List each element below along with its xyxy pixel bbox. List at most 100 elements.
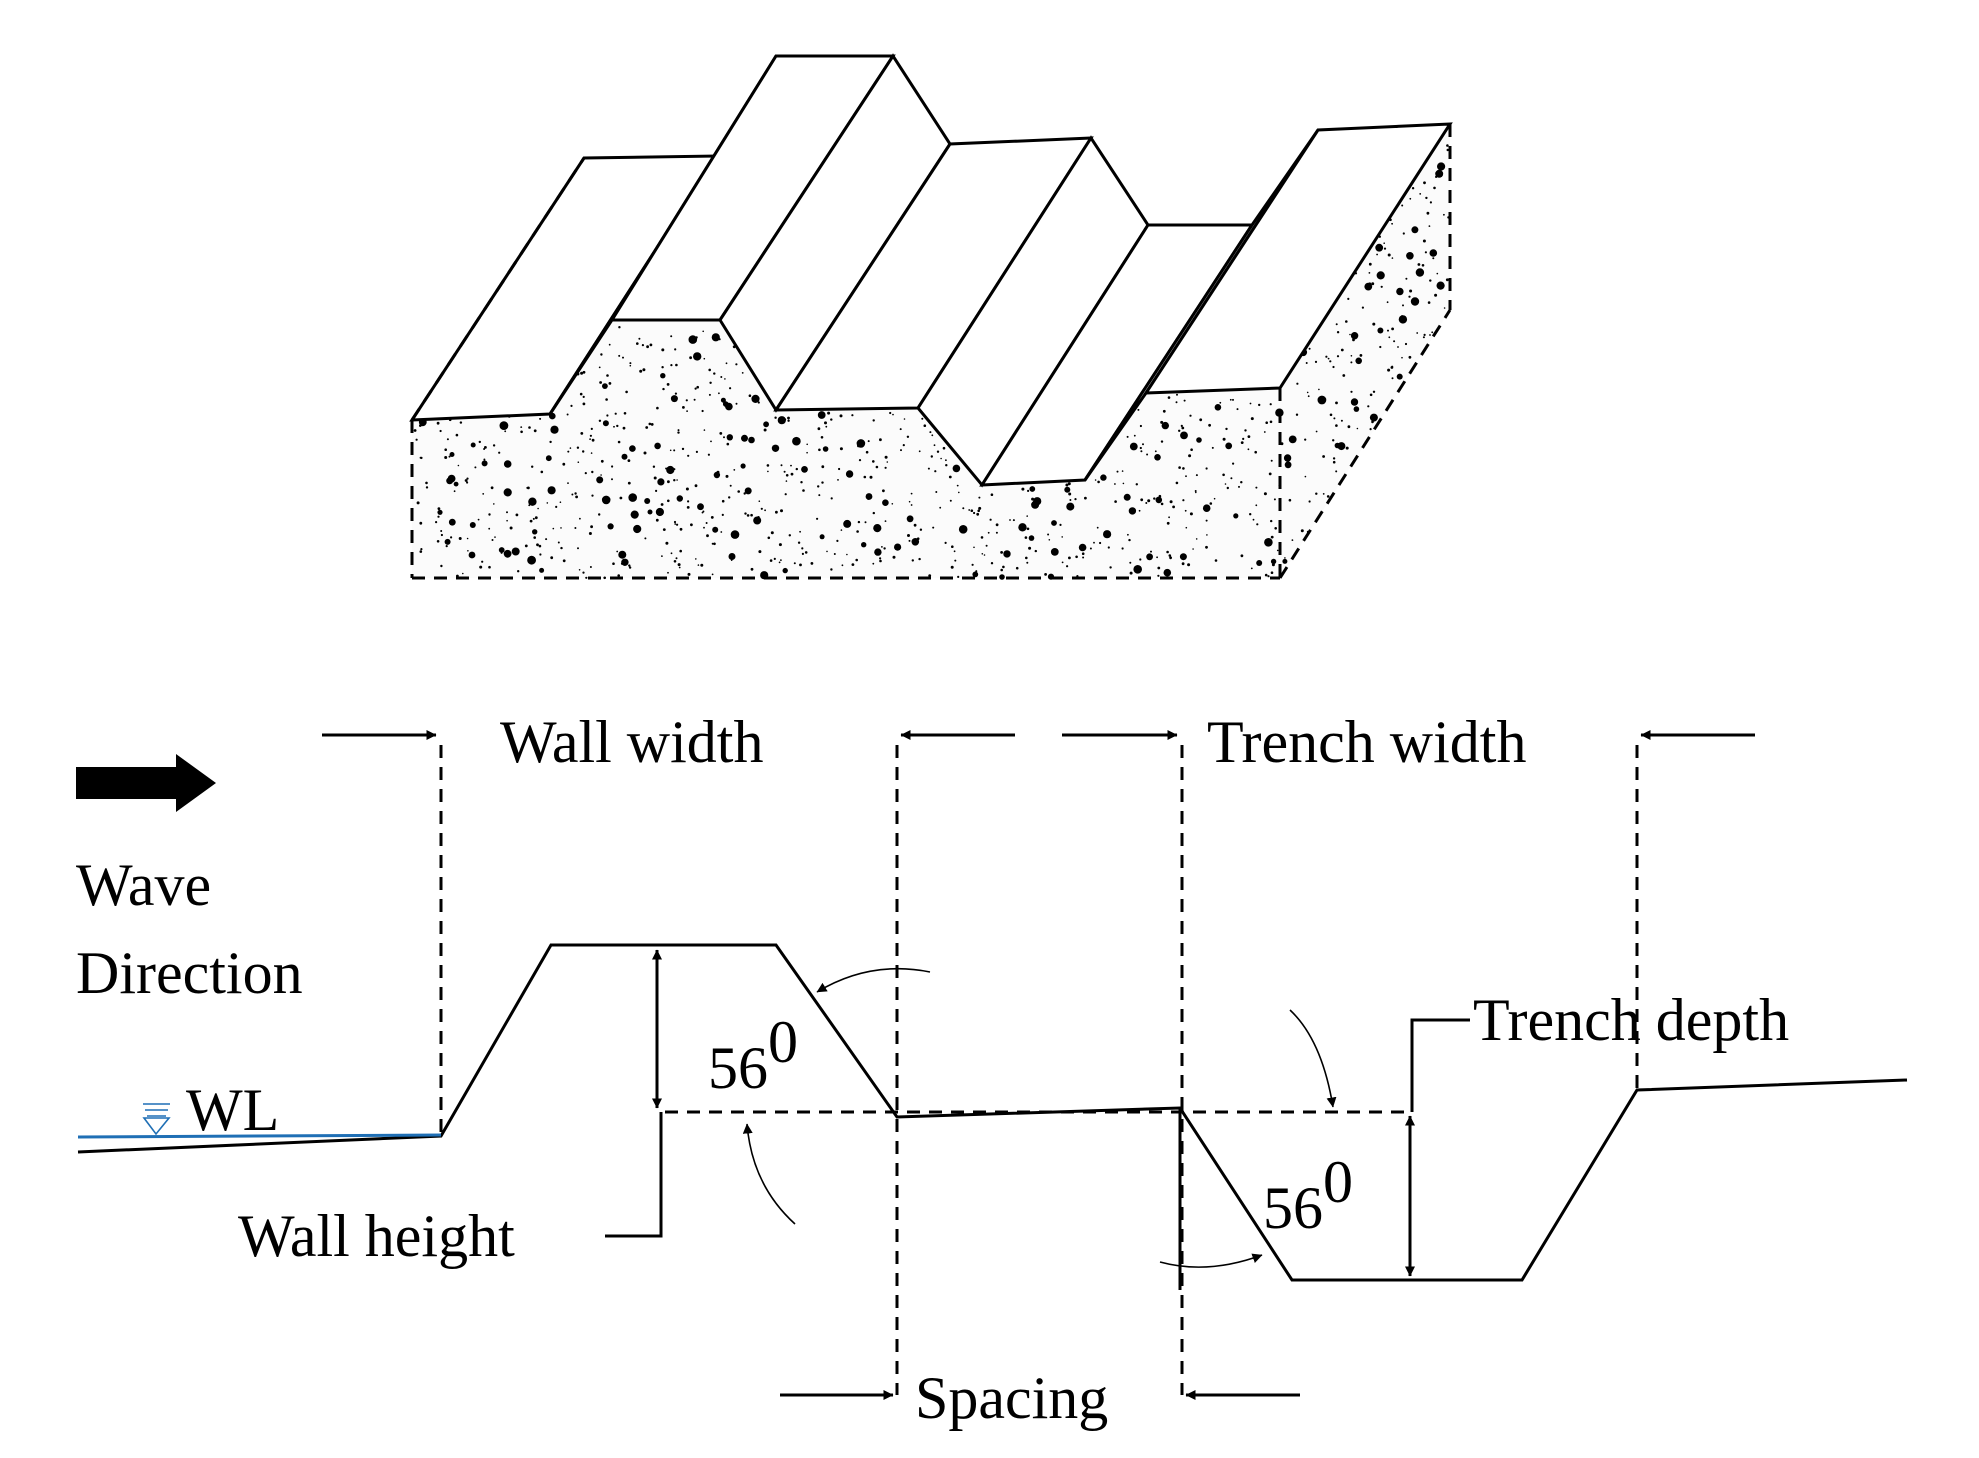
soil-speckle [817,411,826,419]
soil-speckle [591,438,595,442]
soil-speckle [520,430,523,434]
soil-speckle [539,553,542,556]
soil-speckle [911,559,914,562]
soil-speckle [1240,554,1244,558]
soil-speckle [617,574,620,577]
soil-speckle [1129,442,1138,451]
soil-speckle [1390,366,1394,369]
soil-speckle [1028,546,1032,550]
soil-speckle [686,506,690,509]
soil-speckle [621,453,628,460]
soil-speckle [855,558,858,562]
soil-speckle [629,362,632,365]
soil-speckle [574,492,577,495]
soil-speckle [600,459,604,463]
soil-speckle [827,411,831,415]
soil-speckle [990,493,994,497]
soil-speckle [1396,287,1404,296]
soil-speckle [746,514,750,517]
soil-speckle [713,542,716,546]
soil-speckle [1238,485,1240,488]
soil-speckle [721,499,725,503]
soil-speckle [690,523,693,527]
soil-speckle [539,567,545,573]
soil-speckle [457,464,460,467]
soil-speckle [1369,413,1378,422]
soil-speckle [532,529,538,535]
soil-speckle [718,338,721,341]
soil-speckle [685,399,688,402]
soil-speckle [1026,527,1030,531]
soil-speckle [1222,473,1225,477]
soil-speckle [1190,448,1193,452]
soil-speckle [780,464,783,467]
soil-speckle [1182,467,1185,470]
soil-speckle [711,542,714,545]
soil-speckle [425,486,429,489]
soil-speckle [689,356,692,360]
soil-speckle [1350,355,1353,357]
soil-speckle [1178,466,1181,469]
soil-speckle [1064,486,1071,493]
soil-speckle [908,539,911,542]
soil-speckle [881,546,883,548]
soil-speckle [971,563,974,566]
soil-speckle [660,503,664,506]
soil-speckle [1065,483,1069,487]
soil-speckle [744,512,747,515]
soil-speckle [1282,558,1288,564]
soil-speckle [1367,405,1370,408]
soil-speckle [1166,550,1169,554]
soil-speckle [601,495,611,505]
soil-speckle [450,536,453,539]
soil-speckle [481,460,488,467]
soil-speckle [1129,571,1133,575]
soil-speckle [467,550,469,552]
soil-speckle [985,544,988,547]
soil-speckle [687,500,690,503]
soil-speckle [532,517,535,520]
soil-speckle [1026,561,1029,564]
soil-speckle [494,536,496,538]
soil-speckle [830,568,833,571]
soil-speckle [858,459,862,462]
soil-speckle [1340,419,1343,422]
soil-speckle [824,421,827,425]
soil-speckle [987,531,990,534]
soil-speckle [622,426,626,430]
soil-speckle [910,492,913,495]
soil-speckle [1322,455,1325,458]
soil-speckle [819,534,825,540]
soil-speckle [1133,434,1136,437]
soil-speckle [913,523,917,527]
soil-speckle [1402,304,1404,307]
soil-speckle [1422,336,1425,339]
soil-speckle [625,390,628,394]
soil-speckle [1422,239,1426,243]
soil-speckle [882,489,885,493]
soil-speckle [1426,211,1430,215]
soil-speckle [526,486,529,489]
soil-speckle [1250,417,1254,421]
soil-speckle [538,544,542,548]
soil-speckle [1081,552,1085,555]
soil-speckle [577,461,580,464]
soil-speckle [588,532,592,535]
soil-speckle [1021,487,1025,491]
soil-speckle [652,465,656,468]
soil-speckle [1180,431,1188,440]
soil-speckle [1160,440,1164,443]
soil-speckle [1168,554,1172,557]
soil-speckle [1066,565,1069,568]
soil-speckle [1359,354,1363,357]
soil-speckle [646,345,649,349]
soil-speckle [851,414,854,417]
soil-speckle [793,562,796,565]
soil-speckle [1161,421,1170,430]
soil-speckle [598,419,602,422]
soil-speckle [949,499,952,502]
soil-speckle [687,572,691,576]
soil-speckle [1061,561,1064,564]
soil-speckle [1100,474,1107,481]
soil-speckle [1089,547,1092,550]
